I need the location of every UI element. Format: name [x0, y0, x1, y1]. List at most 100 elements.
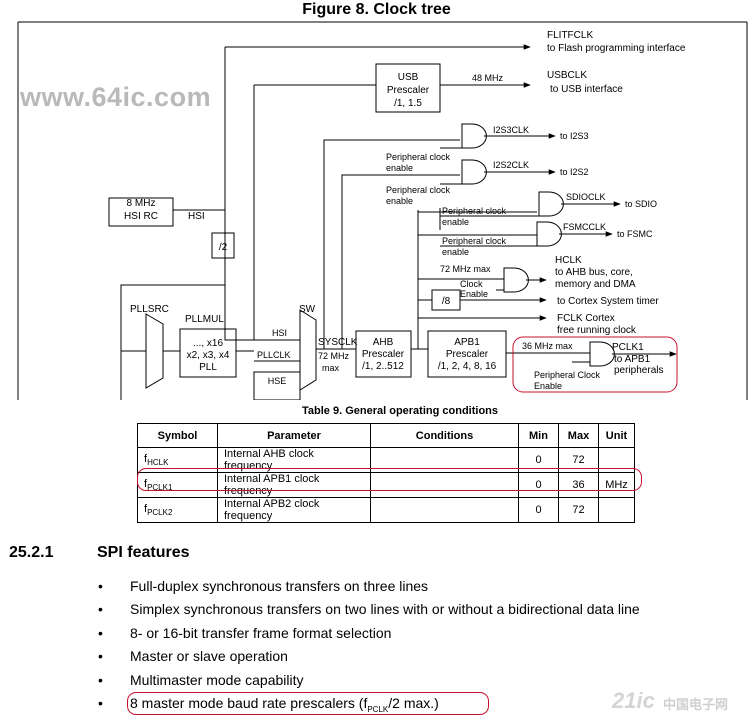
- max-cell: 72: [558, 497, 599, 523]
- pce-3-l1: Peripheral clock: [442, 206, 507, 216]
- bullet: •: [98, 601, 103, 618]
- ahb-l1: AHB: [373, 337, 394, 348]
- sysclk-freq-1: 72 MHz: [318, 351, 350, 361]
- parameter-cell: Internal APB2 clock frequency: [217, 497, 371, 523]
- apb1-l2: Prescaler: [446, 349, 489, 360]
- pce-3-l2: enable: [442, 217, 469, 227]
- pce-1-l1: Peripheral clock: [386, 152, 451, 162]
- sw-label: SW: [299, 304, 316, 315]
- pce-4-l1: Peripheral clock: [442, 236, 507, 246]
- pclk1-label: PCLK1: [612, 342, 644, 353]
- corner-watermark-brand: 21ic: [612, 688, 655, 713]
- watermark-text: www.64ic.com: [20, 82, 212, 112]
- apb1-l1: APB1: [454, 337, 480, 348]
- table-header-row: Symbol Parameter Conditions Min Max Unit: [137, 423, 635, 448]
- apb1-l3: /1, 2, 4, 8, 16: [438, 361, 497, 372]
- fclk-label-2: free running clock: [557, 325, 637, 336]
- col-conditions: Conditions: [370, 423, 519, 448]
- conditions-cell: [370, 497, 519, 523]
- unit-cell: [598, 497, 635, 523]
- clock-tree-diagram: FLITFCLK to Flash programming interface …: [17, 21, 748, 400]
- fsmcclk-label: FSMCCLK: [563, 222, 606, 232]
- pce-4-l2: enable: [442, 247, 469, 257]
- min-cell: 0: [518, 497, 559, 523]
- list-item: •Simplex synchronous transfers on two li…: [98, 601, 640, 618]
- sysclk-label: SYSCLK: [318, 337, 358, 348]
- pll-l3: PLL: [199, 362, 217, 373]
- flitfclk-desc: to Flash programming interface: [547, 43, 686, 54]
- sysclk-freq-2: max: [322, 363, 340, 373]
- bullet: •: [98, 671, 103, 688]
- bullet: •: [98, 624, 103, 641]
- pll-l2: x2, x3, x4: [187, 350, 230, 361]
- list-item: •8 master mode baud rate prescalers (fPC…: [98, 694, 439, 714]
- pclk1-desc-1: to APB1: [614, 354, 651, 365]
- i2s2clk-label: I2S2CLK: [493, 160, 529, 170]
- to-fsmc: to FSMC: [617, 229, 653, 239]
- bullet: •: [98, 578, 103, 594]
- pce-2-l2: enable: [386, 196, 413, 206]
- list-item: •Multimaster mode capability: [98, 671, 304, 688]
- bullet: •: [98, 648, 103, 665]
- col-min: Min: [518, 423, 559, 448]
- col-parameter: Parameter: [217, 423, 371, 448]
- flitfclk-label: FLITFCLK: [547, 30, 593, 41]
- to-i2s2: to I2S2: [560, 167, 589, 177]
- fclk-label-1: FCLK Cortex: [557, 313, 615, 324]
- table-title: Table 9. General operating conditions: [302, 405, 498, 417]
- cortex-timer-label: to Cortex System timer: [557, 296, 659, 307]
- ahb-l3: /1, 2..512: [362, 361, 404, 372]
- symbol-cell: fPCLK2: [137, 497, 218, 523]
- pllsrc-label: PLLSRC: [130, 304, 169, 315]
- pll-l1: ..., x16: [193, 338, 223, 349]
- unit-cell: MHz: [598, 472, 635, 498]
- to-sdio: to SDIO: [625, 199, 657, 209]
- div8-label: /8: [442, 296, 451, 307]
- hsi-rc-l2: HSI RC: [124, 211, 158, 222]
- to-i2s3: to I2S3: [560, 131, 589, 141]
- pce-2-l1: Peripheral clock: [386, 185, 451, 195]
- corner-watermark-site: 中国电子网: [663, 697, 729, 712]
- max-cell: 36: [558, 472, 599, 498]
- hsi-rc-l1: 8 MHz: [127, 198, 156, 209]
- pce-pclk1-l1: Peripheral Clock: [534, 370, 601, 380]
- hclk-desc-1: to AHB bus, core,: [555, 267, 633, 278]
- spi-features-list: •Full-duplex synchronous transfers on th…: [98, 576, 640, 716]
- div2-label: /2: [219, 242, 228, 253]
- col-unit: Unit: [598, 423, 635, 448]
- hsi-out-label: HSI: [188, 211, 205, 222]
- figure-title: Figure 8. Clock tree: [302, 1, 451, 18]
- table-row: fPCLK1 Internal APB1 clock frequency 0 3…: [137, 472, 635, 498]
- usbclk-desc: to USB interface: [550, 84, 623, 95]
- clock-label: Clock: [460, 279, 483, 289]
- hclk-label: HCLK: [555, 255, 582, 266]
- table-row: fPCLK2 Internal APB2 clock frequency 0 7…: [137, 497, 635, 523]
- list-item: •8- or 16-bit transfer frame format sele…: [98, 624, 392, 641]
- usb-48mhz: 48 MHz: [472, 73, 504, 83]
- pllclk-label: PLLCLK: [257, 350, 291, 360]
- list-item: •Full-duplex synchronous transfers on th…: [98, 578, 429, 594]
- enable-label: Enable: [460, 289, 488, 299]
- symbol-cell: fPCLK1: [137, 472, 218, 498]
- section-number: 25.2.1: [9, 544, 54, 561]
- usb-prescaler-l2: Prescaler: [387, 85, 430, 96]
- col-symbol: Symbol: [137, 423, 218, 448]
- hclk-desc-2: memory and DMA: [555, 279, 636, 290]
- pclk1-row-highlight: [137, 468, 642, 491]
- hclk-72mhz: 72 MHz max: [440, 264, 491, 274]
- sdioclk-label: SDIOCLK: [566, 192, 606, 202]
- apb1-36mhz: 36 MHz max: [522, 341, 573, 351]
- section-title: SPI features: [97, 544, 190, 561]
- ahb-l2: Prescaler: [362, 349, 405, 360]
- usb-prescaler-l1: USB: [398, 72, 419, 83]
- usb-prescaler-l3: /1, 1.5: [394, 98, 422, 109]
- min-cell: 0: [518, 472, 559, 498]
- col-max: Max: [558, 423, 599, 448]
- i2s3clk-label: I2S3CLK: [493, 125, 529, 135]
- pclk1-desc-2: peripherals: [614, 365, 663, 376]
- bullet: •: [98, 694, 103, 711]
- pllmul-label: PLLMUL: [185, 314, 224, 325]
- sw-hsi-label: HSI: [272, 328, 287, 338]
- hse-label: HSE: [268, 376, 287, 386]
- usbclk-label: USBCLK: [547, 70, 587, 81]
